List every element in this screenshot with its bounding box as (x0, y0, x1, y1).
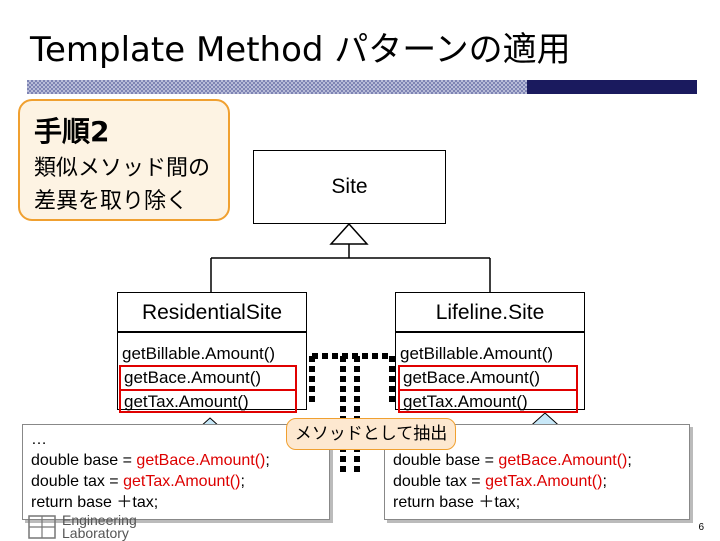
lab-logo-text: Engineering Laboratory (62, 512, 137, 541)
lifeline-site-class-name: Lifeline.Site (435, 301, 545, 324)
extract-method-label: メソッドとして抽出 (286, 418, 456, 450)
residential-site-class-name: ResidentialSite (141, 301, 283, 324)
logo-line-1: Engineering (62, 512, 137, 528)
code-ellipsis: … (31, 431, 47, 448)
title-underline-bar (27, 80, 697, 94)
lifeline-site-methods-box (395, 332, 585, 410)
residential-method-tax: getTax.Amount() (119, 389, 297, 413)
code-line-tax: double tax = getTax.Amount(); (31, 473, 245, 490)
lifeline-code-note: double base = getBace.Amount(); double t… (384, 424, 690, 520)
lab-logo-icon (28, 515, 56, 539)
logo-line-2: Laboratory (62, 525, 129, 541)
code-line-tax: double tax = getTax.Amount(); (393, 473, 607, 490)
page-number: 6 (698, 522, 704, 533)
code-line-base: double base = getBace.Amount(); (393, 452, 632, 469)
code-line-return: return base ＋tax; (393, 494, 521, 511)
lifeline-site-name-box: Lifeline.Site (395, 292, 585, 332)
residential-method-billable: getBillable.Amount() (122, 344, 276, 363)
lifeline-method-bace: getBace.Amount() (398, 365, 578, 391)
residential-code-note: … double base = getBace.Amount(); double… (22, 424, 330, 520)
code-line-base: double base = getBace.Amount(); (31, 452, 270, 469)
site-class-box: Site (253, 150, 446, 224)
lifeline-method-tax: getTax.Amount() (398, 389, 578, 413)
step-heading: 手順2 (34, 115, 110, 148)
page-title: Template Method パターンの適用 (30, 30, 571, 70)
residential-method-bace: getBace.Amount() (119, 365, 297, 391)
site-class-name: Site (331, 175, 368, 198)
step-callout (18, 99, 230, 221)
residential-site-name-box: ResidentialSite (117, 292, 307, 332)
code-line-return: return base ＋tax; (31, 494, 159, 511)
residential-site-methods-box (117, 332, 307, 410)
step-description-line-2: 差異を取り除く (34, 189, 189, 214)
step-description-line-1: 類似メソッド間の (34, 156, 211, 181)
lifeline-method-billable: getBillable.Amount() (400, 344, 554, 363)
inheritance-triangle (329, 222, 369, 245)
